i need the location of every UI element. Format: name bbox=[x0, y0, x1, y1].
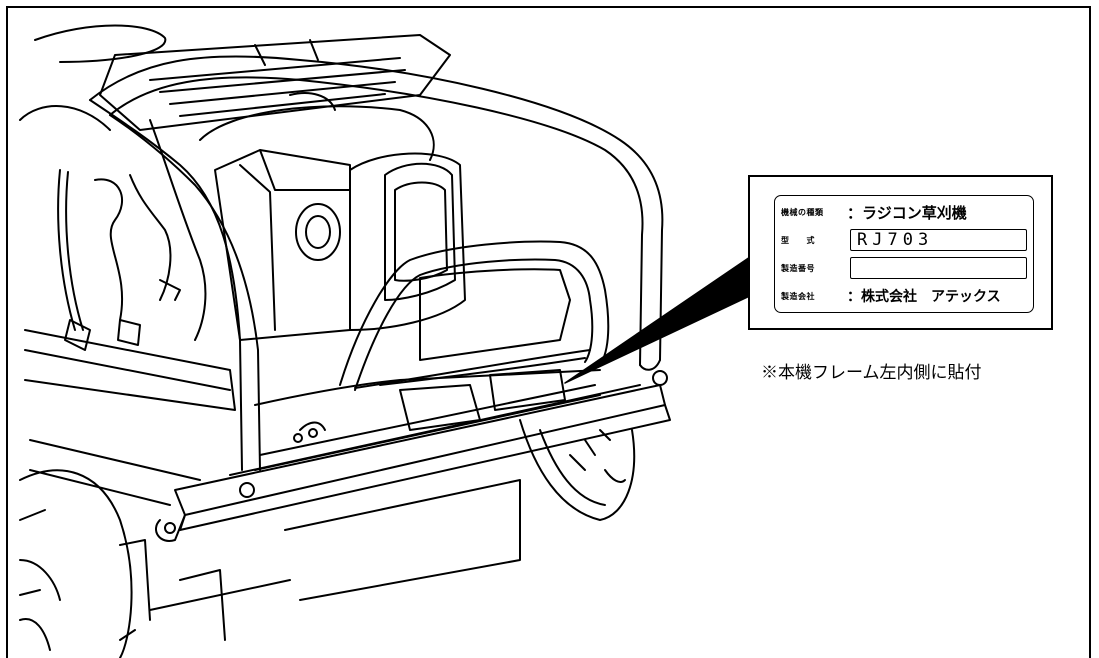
lower-body bbox=[119, 479, 521, 641]
model-box: RJ703 bbox=[850, 229, 1027, 251]
roll-bar bbox=[89, 55, 664, 471]
chassis-base bbox=[24, 329, 236, 506]
top-cover bbox=[34, 24, 451, 131]
wiring bbox=[57, 119, 207, 351]
serial-box bbox=[850, 257, 1027, 279]
figure-frame bbox=[6, 6, 1091, 658]
model-label: 型 式 bbox=[781, 235, 815, 245]
engine bbox=[199, 92, 466, 341]
machine-type-label: 機械の種類 bbox=[781, 207, 824, 217]
serial-label: 製造番号 bbox=[781, 263, 815, 273]
placement-caption: ※本機フレーム左内側に貼付 bbox=[761, 363, 982, 383]
nameplate-row-serial: 製造番号 bbox=[781, 255, 1027, 281]
nameplate: 機械の種類 ：ラジコン草刈機 型 式 RJ703 製造番号 製造会社 ：株式会社… bbox=[748, 175, 1053, 330]
nameplate-row-type: 機械の種類 ：ラジコン草刈機 bbox=[781, 199, 1027, 225]
right-tire bbox=[519, 419, 636, 521]
rear-bumper bbox=[155, 369, 671, 542]
left-tire bbox=[19, 105, 133, 658]
machine-type-value: ：ラジコン草刈機 bbox=[847, 203, 967, 222]
nameplate-row-maker: 製造会社 ：株式会社 アテックス bbox=[781, 283, 1027, 309]
maker-label: 製造会社 bbox=[781, 291, 815, 301]
nameplate-row-model: 型 式 RJ703 bbox=[781, 227, 1027, 253]
nameplate-inner-border: 機械の種類 ：ラジコン草刈機 型 式 RJ703 製造番号 製造会社 ：株式会社… bbox=[774, 195, 1034, 313]
maker-value: ：株式会社 アテックス bbox=[847, 289, 1001, 305]
handle-guard bbox=[339, 240, 610, 391]
model-value: RJ703 bbox=[857, 230, 934, 250]
